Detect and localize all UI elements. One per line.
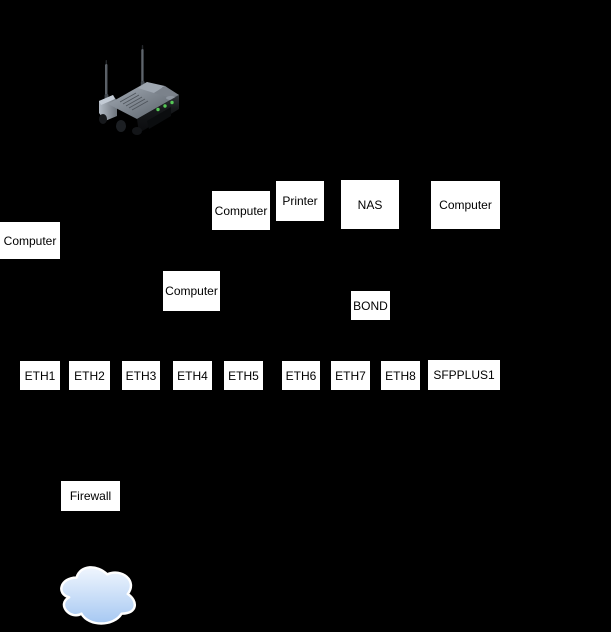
- node-eth7[interactable]: ETH7: [331, 361, 370, 390]
- node-printer[interactable]: Printer: [276, 181, 324, 221]
- node-label: ETH6: [285, 368, 317, 383]
- wireless-router-icon[interactable]: [92, 40, 187, 135]
- node-label: SFPPLUS1: [433, 368, 495, 382]
- wireless-router-graphic: [99, 45, 179, 135]
- node-nas[interactable]: NAS: [341, 180, 399, 229]
- node-label: ETH3: [125, 368, 157, 383]
- node-label: ETH5: [228, 368, 259, 383]
- node-label: Computer: [165, 284, 218, 298]
- node-label: ETH4: [177, 368, 208, 383]
- node-eth6[interactable]: ETH6: [282, 361, 320, 390]
- node-bond[interactable]: BOND: [351, 291, 390, 320]
- node-label: Computer: [439, 198, 492, 212]
- node-eth8[interactable]: ETH8: [381, 361, 420, 390]
- diagram-canvas: Computer Computer Printer NAS Computer C…: [0, 40, 500, 625]
- node-computer-left[interactable]: Computer: [0, 222, 60, 259]
- node-label: ETH2: [74, 368, 105, 383]
- node-eth4[interactable]: ETH4: [173, 361, 212, 390]
- node-label: Computer: [3, 233, 57, 248]
- node-label: BOND: [353, 298, 388, 313]
- router-led-lights: [156, 100, 174, 112]
- node-firewall[interactable]: Firewall: [61, 481, 120, 511]
- node-eth5[interactable]: ETH5: [224, 361, 263, 390]
- node-eth3[interactable]: ETH3: [122, 361, 160, 390]
- node-label: ETH7: [335, 368, 366, 383]
- node-computer-top[interactable]: Computer: [212, 191, 270, 230]
- node-label: Computer: [214, 203, 268, 218]
- cloud-graphic: [60, 566, 136, 625]
- node-sfpplus1[interactable]: SFPPLUS1: [428, 360, 500, 390]
- node-label: ETH8: [385, 368, 416, 383]
- node-label: Printer: [282, 194, 318, 208]
- node-label: ETH1: [24, 368, 56, 383]
- node-label: Firewall: [69, 489, 112, 503]
- internet-cloud-icon[interactable]: [56, 561, 138, 627]
- node-computer-right[interactable]: Computer: [431, 181, 500, 229]
- node-label: NAS: [357, 197, 383, 212]
- node-eth1[interactable]: ETH1: [20, 361, 60, 390]
- node-eth2[interactable]: ETH2: [69, 361, 110, 390]
- node-computer-mid[interactable]: Computer: [163, 271, 220, 311]
